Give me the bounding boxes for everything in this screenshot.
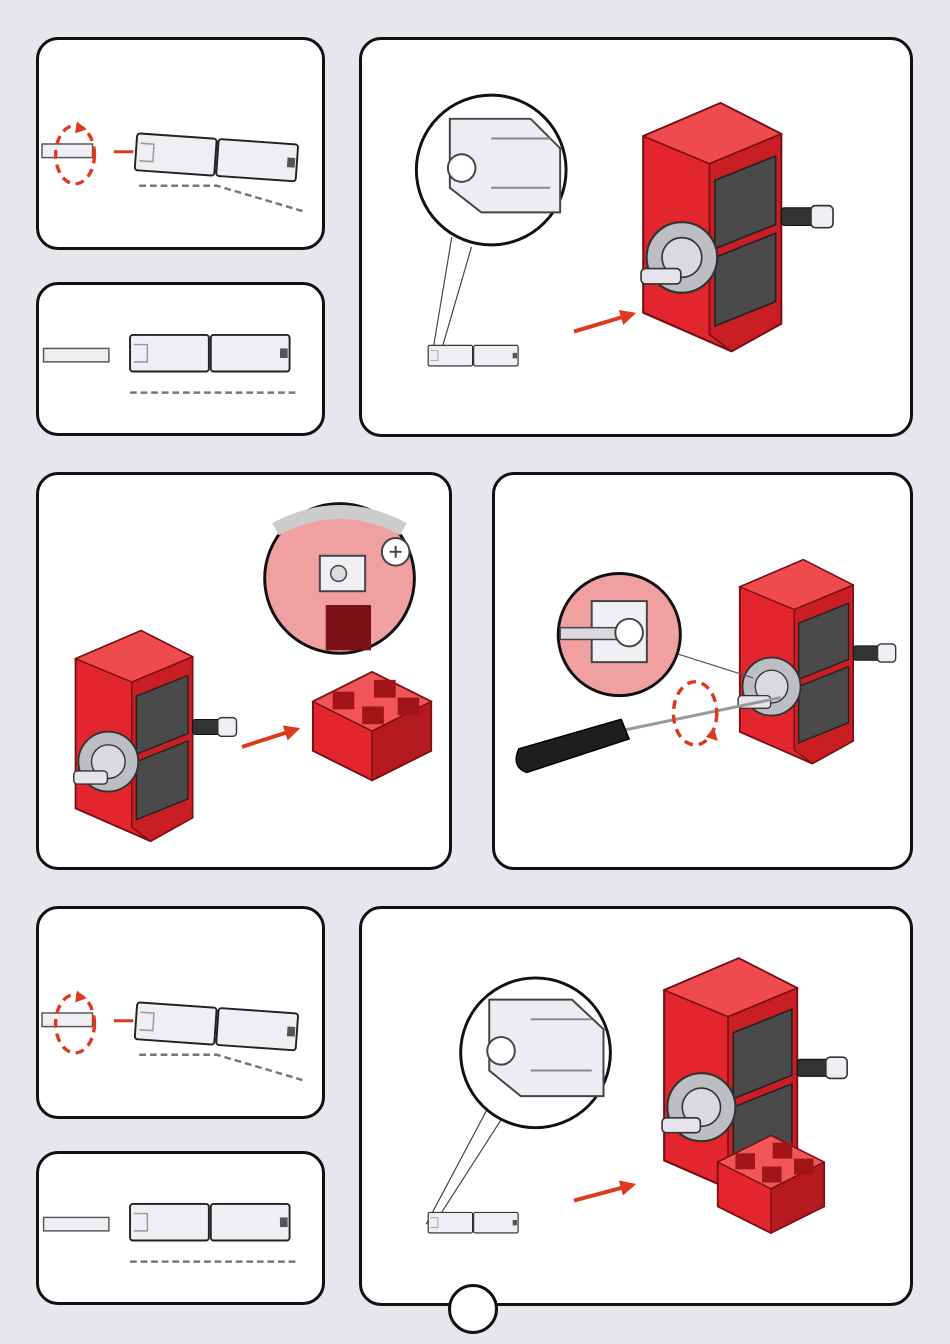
connector-icon bbox=[428, 1212, 518, 1233]
step-tighten-screw bbox=[492, 472, 913, 870]
shaft-icon bbox=[42, 1013, 93, 1027]
connector-icon bbox=[428, 345, 518, 366]
motor-icon bbox=[641, 103, 833, 351]
step-connector-rotate-2 bbox=[36, 906, 325, 1119]
connector-icon bbox=[130, 1204, 290, 1241]
shaft-icon bbox=[44, 348, 109, 361]
connector-icon bbox=[130, 335, 290, 372]
shaft-icon bbox=[42, 144, 93, 158]
shaft-icon bbox=[44, 1217, 109, 1230]
step-attach-base-block bbox=[36, 472, 452, 870]
step-connector-rotate bbox=[36, 37, 325, 250]
base-block-icon bbox=[313, 672, 431, 780]
magnifier-icon bbox=[558, 573, 753, 695]
magnifier-icon bbox=[265, 504, 415, 654]
magnifier-icon bbox=[416, 95, 566, 355]
page-number bbox=[448, 1284, 498, 1334]
motor-icon bbox=[74, 631, 237, 842]
step-connector-straight bbox=[36, 282, 325, 436]
step-attach-connector-to-motor bbox=[359, 37, 913, 437]
motor-icon bbox=[738, 560, 896, 764]
magnifier-icon bbox=[426, 978, 610, 1224]
connector-icon bbox=[135, 1002, 299, 1050]
connector-icon bbox=[135, 133, 299, 181]
step-attach-connector-to-assembly bbox=[359, 906, 913, 1306]
step-connector-straight-2 bbox=[36, 1151, 325, 1305]
